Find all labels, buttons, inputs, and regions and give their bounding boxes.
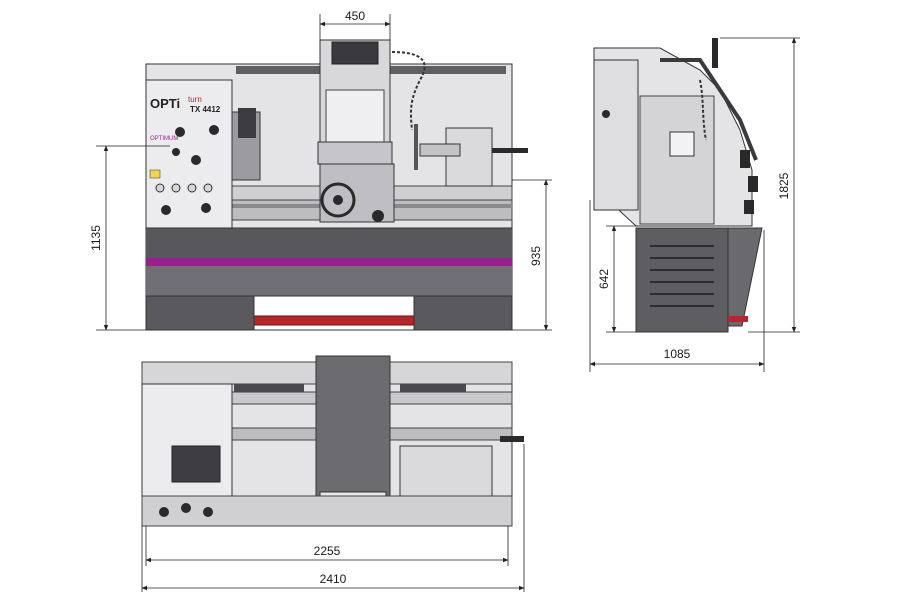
top-handle-rod <box>500 436 524 442</box>
control-button <box>187 183 197 193</box>
front-dimensions: 450 1135 935 <box>89 9 552 331</box>
dim-spindle-height: 935 <box>529 246 543 266</box>
side-cable <box>699 79 707 141</box>
handwheel-hub <box>333 195 343 205</box>
base-upper-band <box>146 228 512 258</box>
dim-total-height: 1135 <box>89 225 103 251</box>
top-handle <box>159 507 169 517</box>
top-dimensions: 2255 2410 <box>141 444 525 592</box>
dim-side-height: 1825 <box>777 172 791 199</box>
top-rack-2 <box>400 384 466 392</box>
side-headstock <box>593 59 639 211</box>
top-tailstock <box>399 445 493 497</box>
base-purple-stripe <box>146 258 512 266</box>
side-electrics-box <box>669 131 695 157</box>
top-handles <box>159 503 213 517</box>
headstock <box>145 79 233 229</box>
side-stand <box>635 227 729 333</box>
chip-tray <box>247 315 427 326</box>
base-lower-band <box>146 266 512 296</box>
dim-total-length: 2410 <box>320 572 347 586</box>
side-handles <box>740 150 758 214</box>
dim-inner-length: 2255 <box>314 544 341 558</box>
lever-knob <box>161 205 171 215</box>
control-button <box>155 183 165 193</box>
lever-knob <box>209 125 219 135</box>
tailstock-handle <box>492 148 528 153</box>
dim-side-lower: 642 <box>597 269 611 289</box>
side-chip-pan <box>727 227 763 327</box>
tailstock-quill <box>419 143 461 157</box>
logo-turn: turn <box>188 95 202 104</box>
side-panel <box>639 95 715 225</box>
side-vent-slots <box>650 245 714 307</box>
top-handle <box>181 503 191 513</box>
lever-knob <box>175 127 185 137</box>
lever-knob <box>191 155 201 165</box>
handwheel <box>320 182 356 218</box>
dro-display <box>331 41 379 65</box>
warning-label <box>149 169 161 179</box>
base-foot-left <box>145 295 255 331</box>
lever-knob <box>201 203 211 213</box>
control-button <box>203 183 213 193</box>
tailstock <box>445 127 493 187</box>
side-switch <box>602 110 610 118</box>
logo-opti: OPTi <box>150 96 180 111</box>
side-handle <box>740 150 750 168</box>
top-motor-box <box>171 445 221 483</box>
side-view <box>593 38 763 333</box>
control-buttons <box>149 169 213 193</box>
lever-knob <box>172 148 180 156</box>
front-view: OPTi turn TX 4412 OPTIMUM <box>145 39 528 331</box>
top-base-edge <box>141 495 513 527</box>
headstock-levers <box>161 125 219 215</box>
base-foot-right <box>413 295 513 331</box>
top-view <box>141 355 524 527</box>
side-handle <box>744 200 754 214</box>
side-tray <box>728 316 748 322</box>
dro-window <box>325 89 385 143</box>
dim-top-width: 450 <box>345 9 365 23</box>
side-handle <box>748 176 758 192</box>
coolant-pipe <box>414 124 418 170</box>
side-chuck-guard <box>660 58 758 161</box>
top-rack <box>234 384 304 392</box>
dim-side-depth: 1085 <box>664 347 691 361</box>
control-button <box>171 183 181 193</box>
side-dimensions: 1825 642 1085 <box>589 37 800 372</box>
side-lever <box>712 38 718 68</box>
model-label: TX 4412 <box>190 105 221 114</box>
cross-slide <box>317 141 393 165</box>
chuck-guard <box>238 108 256 138</box>
panel-brand-label: OPTIMUM <box>150 136 178 142</box>
apron-knob <box>372 210 384 222</box>
top-handle <box>203 507 213 517</box>
